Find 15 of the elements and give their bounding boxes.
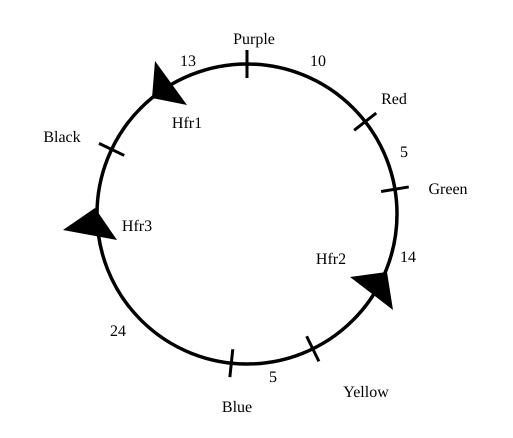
gene-label: Black	[43, 129, 81, 147]
gene-label: Purple	[233, 31, 275, 49]
distance-label: 14	[400, 249, 416, 267]
gene-label: Blue	[222, 399, 252, 417]
hfr-label: Hfr1	[172, 115, 202, 133]
hfr-label: Hfr2	[316, 251, 346, 269]
gene-label: Yellow	[343, 384, 389, 402]
distance-label: 13	[180, 53, 196, 71]
distance-label: 24	[110, 323, 126, 341]
distance-label: 5	[400, 144, 408, 162]
hfr-label: Hfr3	[122, 218, 152, 236]
distance-label: 5	[269, 369, 277, 387]
gene-label: Red	[381, 91, 407, 109]
distance-label: 10	[310, 53, 326, 71]
gene-label: Green	[428, 181, 468, 199]
